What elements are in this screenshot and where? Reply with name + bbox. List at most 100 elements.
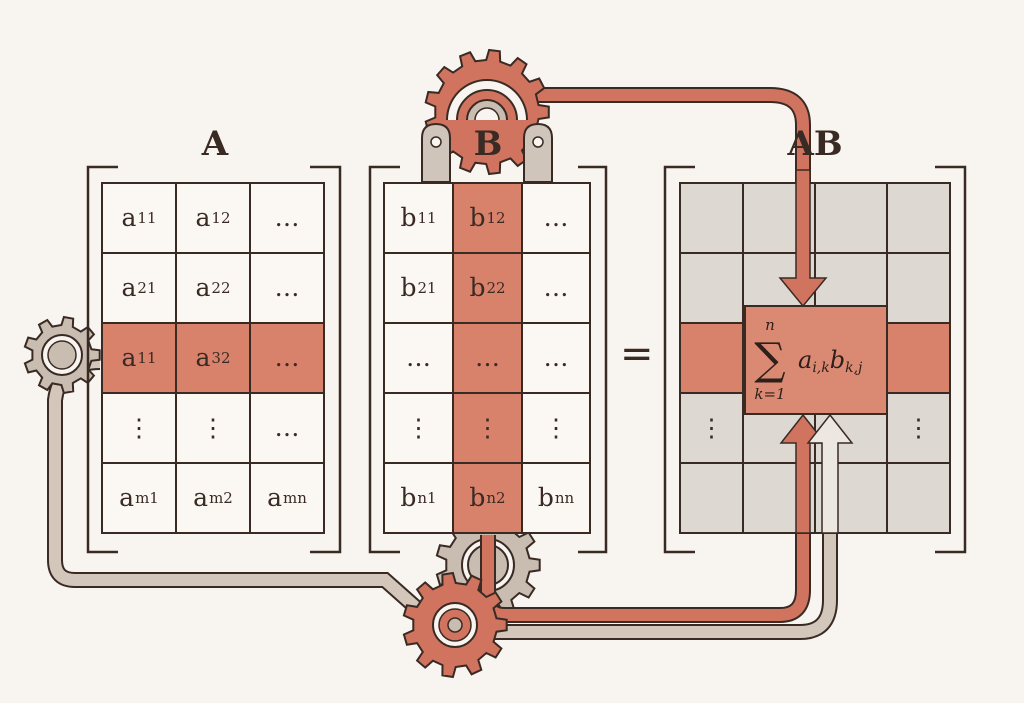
cell-base: b (400, 483, 417, 512)
cell-subscript: 12 (486, 208, 506, 227)
matrix-b-cell: … (384, 323, 453, 393)
arrow-up (779, 413, 827, 534)
cell-base: a (121, 203, 137, 232)
sum-lower-limit: k=1 (754, 385, 786, 403)
matrix-a-cell: … (250, 323, 324, 393)
cell-base: ⋮ (475, 413, 500, 442)
matrix-a-cell: ⋮ (102, 393, 176, 463)
cell-base: ⋮ (543, 413, 569, 442)
matrix-a-cell: … (250, 183, 324, 253)
cell-base: a (121, 273, 137, 302)
equals-sign: = (620, 331, 654, 377)
matrix-b-cell: … (522, 253, 590, 323)
matrix-b-cell: … (522, 323, 590, 393)
cell-base: ⋮ (200, 413, 226, 442)
cell-subscript: mn (283, 488, 307, 507)
matrix-b-cell: … (453, 323, 522, 393)
cell-base: … (406, 343, 431, 372)
highlight-col (452, 182, 523, 534)
dots: ⋮ (906, 413, 931, 442)
cell-base: ⋮ (406, 413, 431, 442)
cell-base: a (119, 483, 135, 512)
cell-base: ⋮ (126, 413, 152, 442)
gear-icon (23, 315, 101, 395)
cell-subscript: 11 (137, 348, 157, 367)
cell-base: … (543, 273, 569, 302)
formula-box (744, 305, 888, 415)
ab-dots-right: ⋮ (887, 393, 950, 463)
cell-base: … (274, 343, 300, 372)
bracket-left (86, 165, 118, 554)
cell-base: b (469, 273, 486, 302)
cell-subscript: 32 (211, 348, 231, 367)
gear-icon (402, 571, 508, 679)
bracket-right (310, 165, 342, 554)
sum-formula: n ∑ k=1 ai,kbk,j (750, 309, 862, 411)
cell-subscript: 22 (486, 278, 506, 297)
cell-subscript: 11 (417, 208, 437, 227)
cell-subscript: m2 (209, 488, 233, 507)
cell-base: b (469, 203, 486, 232)
cell-base: … (274, 413, 300, 442)
cell-subscript: 22 (211, 278, 231, 297)
cell-base: b (469, 483, 486, 512)
matrix-a-label: A (201, 124, 229, 164)
term-a: a (798, 346, 813, 374)
cell-base: b (400, 273, 417, 302)
cell-base: a (121, 343, 137, 372)
term-b: b (829, 346, 846, 374)
matrix-a-cell: … (250, 393, 324, 463)
matrix-b-cell: ⋮ (384, 393, 453, 463)
cell-base: a (195, 273, 211, 302)
cell-subscript: 12 (211, 208, 231, 227)
cell-base: b (400, 203, 417, 232)
cell-base: … (274, 273, 300, 302)
red-pipe-top (520, 87, 811, 285)
cell-base: … (543, 343, 569, 372)
cell-base: a (195, 343, 211, 372)
ab-dots-left: ⋮ (680, 393, 743, 463)
cell-subscript: nn (554, 488, 575, 507)
cell-base: … (475, 343, 500, 372)
matrix-a (86, 165, 342, 554)
matrix-a-cell: … (250, 253, 324, 323)
cell-subscript: m1 (135, 488, 159, 507)
cell-base: a (267, 483, 282, 512)
cell-base: … (543, 203, 569, 232)
matrix-ab-label: AB (787, 124, 843, 164)
term-a-sub: i,k (812, 360, 830, 376)
sum-upper-limit: n (765, 316, 775, 334)
clamp-left (421, 122, 451, 183)
cell-subscript: n1 (417, 488, 437, 507)
sum-term: ai,kbk,j (798, 343, 862, 377)
arrow-down (778, 169, 828, 308)
cell-subscript: n2 (486, 488, 506, 507)
cell-base: b (537, 483, 554, 512)
cell-base: … (274, 203, 300, 232)
matrix-b-cell: ⋮ (522, 393, 590, 463)
cell-base: a (195, 203, 211, 232)
matrix-b-label: B (473, 124, 503, 164)
matrix-b (368, 165, 608, 554)
matrix-a-cell: ⋮ (176, 393, 250, 463)
sigma-symbol: ∑ (754, 334, 786, 385)
matrix-b-cell: … (522, 183, 590, 253)
term-b-sub: k,j (845, 360, 863, 376)
cell-base: a (193, 483, 209, 512)
